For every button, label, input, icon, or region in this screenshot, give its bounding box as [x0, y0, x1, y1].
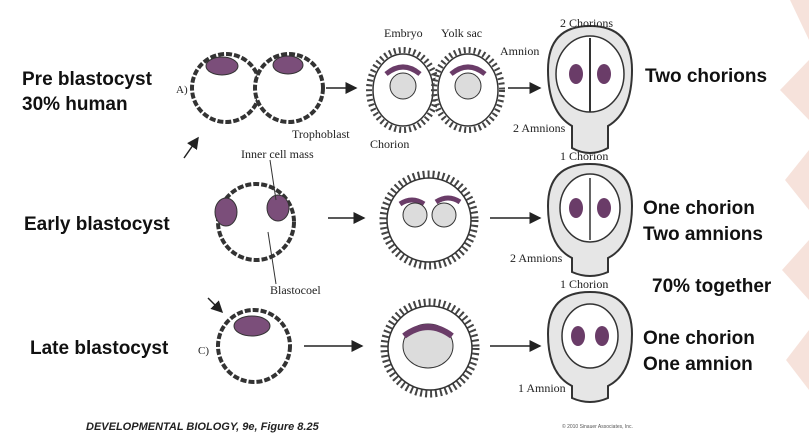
two-amnions-mid-label: 2 Amnions	[510, 251, 563, 265]
pointer-arrow-c	[207, 297, 224, 314]
figure-caption: DEVELOPMENTAL BIOLOGY, 9e, Figure 8.25	[86, 421, 320, 433]
trophoblast-label: Trophoblast	[292, 127, 350, 141]
implanted-embryo-1	[366, 47, 440, 133]
embryo-label: Embryo	[384, 26, 423, 40]
two-amnions-result: Two amnions	[643, 224, 763, 245]
blastocoel-label: Blastocoel	[270, 283, 321, 297]
early-blastocyst-label: Early blastocyst	[24, 214, 170, 235]
uterus-one-chorion-one-amnion	[546, 290, 634, 403]
one-amnion-label: 1 Amnion	[518, 381, 566, 395]
inner-cell-mass-label: Inner cell mass	[241, 147, 314, 161]
chorion-label: Chorion	[370, 137, 409, 151]
pre-blastocyst-percent: 30% human	[22, 94, 128, 115]
uterus-two-chorions	[546, 24, 634, 154]
implanted-embryo-2	[431, 47, 505, 133]
pointer-arrow-a	[183, 136, 199, 159]
one-amnion-result: One amnion	[643, 354, 753, 375]
blastocoel-pointer	[267, 231, 277, 285]
late-blastocyst-label: Late blastocyst	[30, 338, 169, 359]
one-chorion-result-1: One chorion	[643, 198, 755, 219]
panel-letter-c: C)	[198, 345, 209, 357]
panel-letter-a: A)	[176, 84, 188, 96]
one-chorion-bottom-label: 1 Chorion	[560, 277, 608, 291]
late-blastocyst-cell	[216, 308, 292, 384]
uterus-one-chorion-two-amnions	[546, 162, 634, 277]
implanted-late-blastocyst	[380, 298, 480, 398]
implanted-early-blastocyst	[379, 170, 479, 270]
one-chorion-mid-label: 1 Chorion	[560, 149, 608, 163]
yolk-sac-label: Yolk sac	[441, 26, 482, 40]
pre-blastocyst-cell-2	[253, 52, 325, 124]
inner-cell-mass-pointer	[269, 159, 277, 201]
one-chorion-result-2: One chorion	[643, 328, 755, 349]
seventy-together-label: 70% together	[652, 276, 772, 297]
amnion-label: Amnion	[500, 44, 539, 58]
early-blastocyst-cell	[214, 182, 296, 262]
decorative-stripes	[780, 0, 809, 390]
two-amnions-top-label: 2 Amnions	[513, 121, 566, 135]
pre-blastocyst-cell-1	[190, 52, 262, 124]
two-chorions-label: 2 Chorions	[560, 16, 613, 30]
pre-blastocyst-label: Pre blastocyst	[22, 69, 153, 90]
copyright-notice: © 2010 Sinauer Associates, Inc.	[562, 423, 633, 430]
two-chorions-result: Two chorions	[645, 66, 767, 87]
